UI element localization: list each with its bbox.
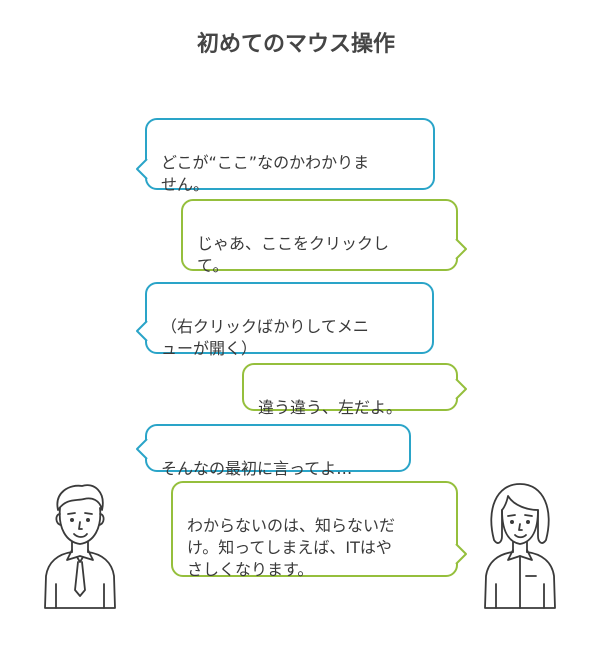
bubble-1-tail (136, 158, 148, 180)
bubble-5-tail (136, 438, 148, 460)
diagram-title: 初めてのマウス操作 (196, 32, 395, 57)
bubble-4-tail (455, 378, 467, 400)
bubble-4-text: 違う違う、左だよ。 (258, 398, 403, 417)
speech-bubble-4: 違う違う、左だよ。 (242, 363, 458, 417)
bubble-5-text: そんなの最初に言ってよ… (161, 459, 353, 478)
speech-bubble-3: （右クリックばかりしてメニ ューが開く） (145, 282, 434, 358)
bubble-3-tail (136, 320, 148, 342)
bubble-1-text: どこが“ここ”なのかわかりま せん。 (161, 153, 370, 194)
bubble-2-tail (455, 238, 467, 260)
bubble-3-text: （右クリックばかりしてメニ ューが開く） (161, 317, 369, 358)
bubble-6-tail (455, 543, 467, 565)
speech-bubble-1: どこが“ここ”なのかわかりま せん。 (145, 118, 435, 194)
bubble-2-text: じゃあ、ここをクリックし て。 (197, 234, 390, 275)
speech-bubble-6: わからないのは、知らないだ け。知ってしまえば、ITはや さしくなります。 (171, 481, 458, 579)
speech-bubble-2: じゃあ、ここをクリックし て。 (181, 199, 458, 275)
woman-icon (484, 483, 556, 609)
speech-bubble-5: そんなの最初に言ってよ… (145, 424, 411, 478)
bubble-6-text: わからないのは、知らないだ け。知ってしまえば、ITはや さしくなります。 (187, 516, 396, 579)
man-icon (44, 484, 116, 609)
